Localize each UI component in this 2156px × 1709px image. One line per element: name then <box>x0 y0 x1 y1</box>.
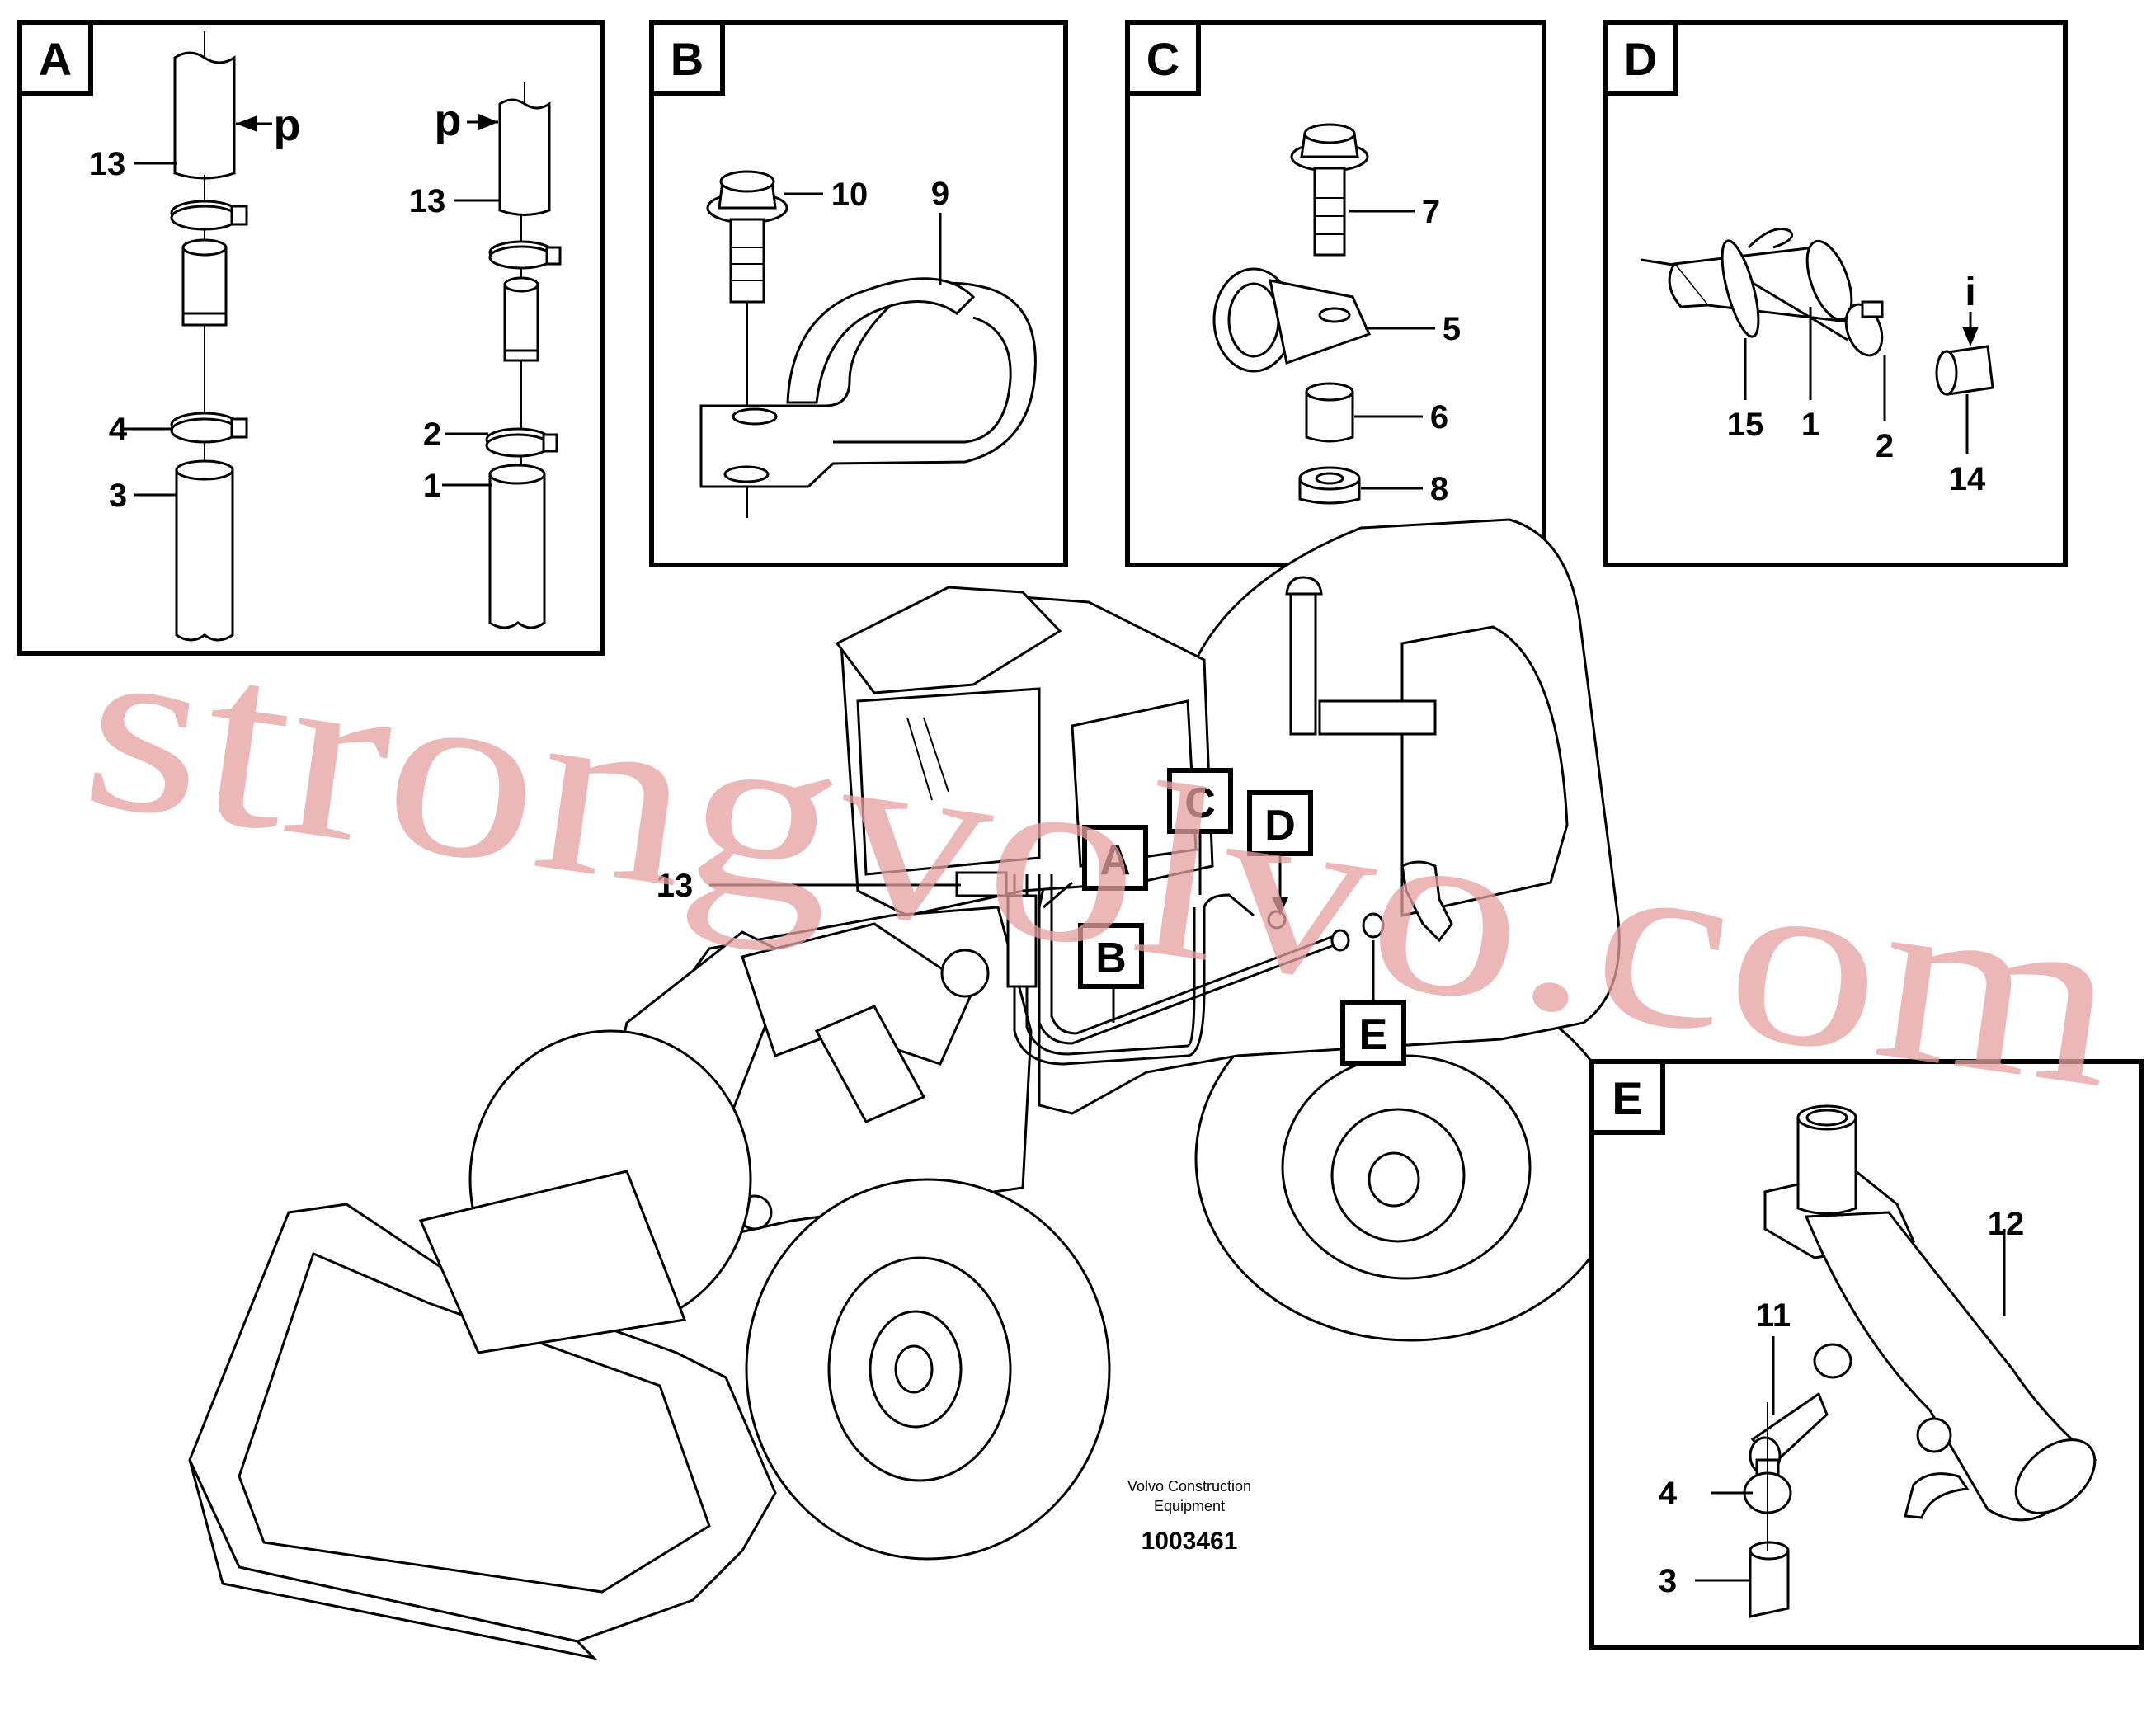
panel-e: E 12 11 4 3 <box>1589 1059 2144 1650</box>
label-e4: 4 <box>1659 1476 1678 1512</box>
panel-c: C 7 5 6 8 <box>1125 20 1546 567</box>
label-12: 12 <box>1988 1206 2025 1242</box>
clamp-2 <box>1844 300 1884 357</box>
cap-e3 <box>1749 1541 1790 1618</box>
rear-wheel <box>1194 976 1626 1342</box>
label-d1: 1 <box>1801 407 1819 443</box>
label-6: 6 <box>1430 399 1448 435</box>
bucket <box>188 1170 777 1660</box>
left-hose-stack <box>170 31 272 642</box>
panel-d-tag: D <box>1624 33 1657 85</box>
label-2: 2 <box>423 417 441 453</box>
bolt-7 <box>1290 123 1369 257</box>
label-5: 5 <box>1443 311 1461 347</box>
panel-e-tag: E <box>1612 1072 1642 1124</box>
cable-tie-15 <box>1721 228 1793 338</box>
right-hose-stack <box>467 82 562 629</box>
catalog-number: 1003461 <box>1142 1528 1238 1555</box>
wheel-loader-illustration: 13 A B C D E Volvo Construction Equipmen… <box>188 518 1626 1660</box>
label-4: 4 <box>109 412 128 448</box>
caption-line-2: Equipment <box>1154 1498 1225 1514</box>
panel-b: B 10 9 <box>649 20 1068 567</box>
label-d2: 2 <box>1876 428 1894 464</box>
bolt-10 <box>706 170 788 518</box>
label-7: 7 <box>1422 194 1440 230</box>
label-1: 1 <box>423 468 441 504</box>
label-p-left: p <box>274 101 301 150</box>
machine-callout-a: A <box>1099 836 1131 884</box>
panel-c-tag: C <box>1146 33 1179 85</box>
label-13-right: 13 <box>409 183 446 219</box>
machine-callout-e: E <box>1359 1011 1388 1059</box>
label-i: i <box>1965 271 1975 314</box>
front-wheel-near <box>745 1178 1111 1561</box>
machine-callout-d: D <box>1264 802 1296 850</box>
panel-a-tag: A <box>39 33 72 85</box>
label-10: 10 <box>831 177 869 213</box>
label-15: 15 <box>1727 407 1764 443</box>
elbow-pipe-12 <box>1763 1104 2097 1522</box>
caption-line-1: Volvo Construction <box>1127 1478 1251 1495</box>
clamp-9 <box>699 277 1037 488</box>
cap-14 <box>1935 345 1994 396</box>
machine-callout-b: B <box>1095 935 1127 982</box>
label-p-right: p <box>435 96 462 145</box>
nut-8 <box>1298 466 1361 505</box>
label-8: 8 <box>1430 471 1448 507</box>
panel-d: D i 15 1 2 14 <box>1603 20 2068 567</box>
grommet-5 <box>1212 267 1372 373</box>
label-e3: 3 <box>1659 1563 1677 1599</box>
label-14: 14 <box>1949 461 1986 497</box>
machine-label-13: 13 <box>657 868 694 904</box>
label-3: 3 <box>109 478 127 514</box>
label-13-left: 13 <box>89 146 126 182</box>
heater-hoses <box>955 860 1453 1066</box>
spacer-6 <box>1305 382 1354 443</box>
label-9: 9 <box>931 176 949 212</box>
panel-a: A <box>17 20 605 656</box>
label-11: 11 <box>1756 1297 1791 1334</box>
machine-callout-c: C <box>1184 779 1216 827</box>
panel-b-tag: B <box>671 33 704 85</box>
